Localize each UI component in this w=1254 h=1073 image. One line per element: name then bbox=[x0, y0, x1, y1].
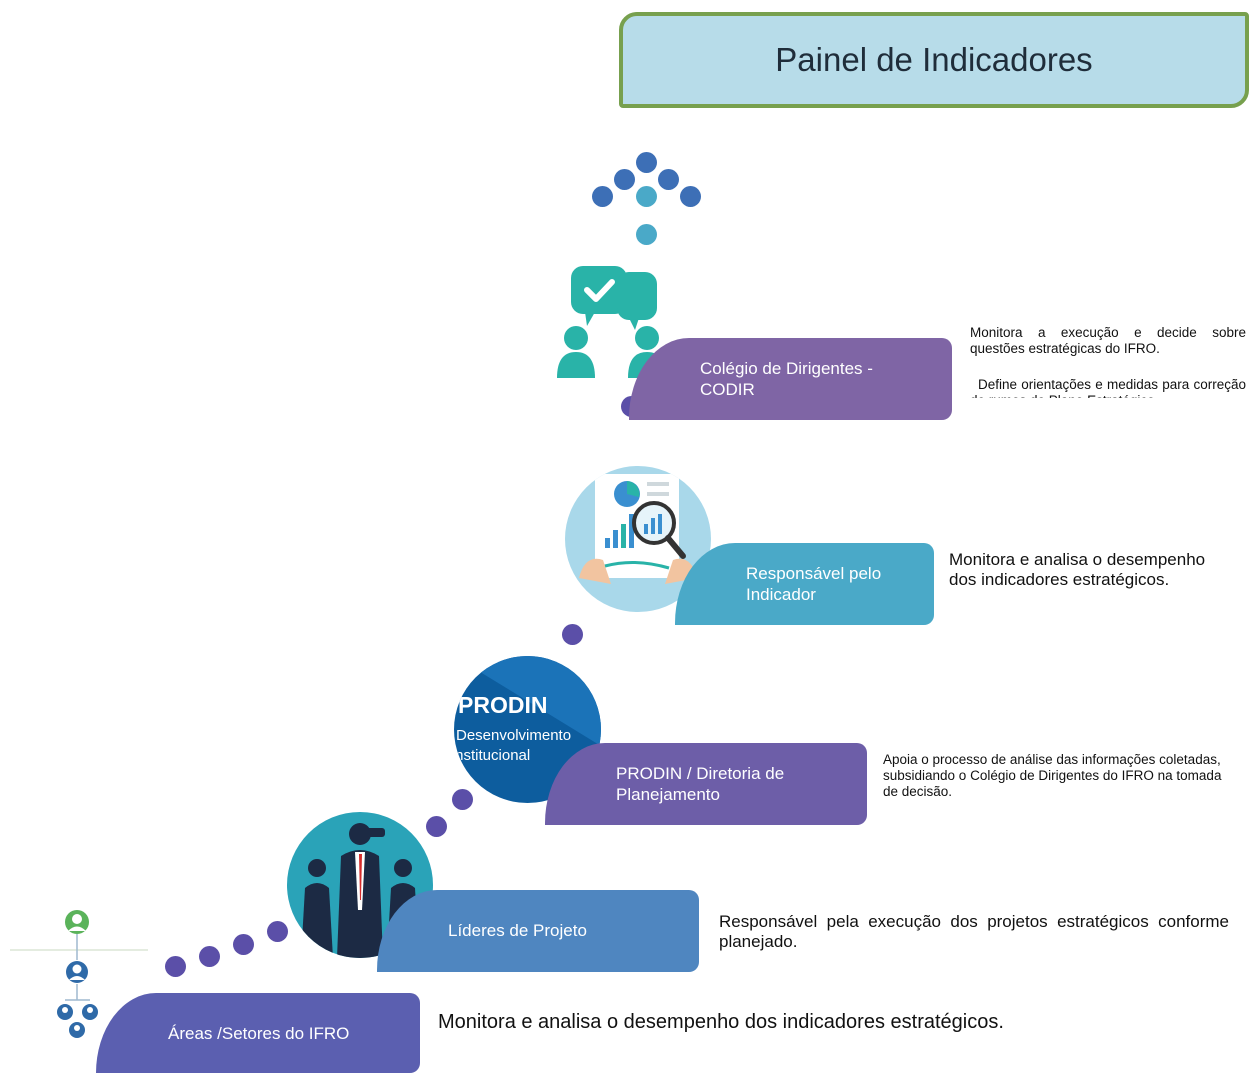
label-responsavel: Responsável pelo Indicador bbox=[675, 543, 934, 625]
connector-dot bbox=[562, 624, 583, 645]
connector-dot bbox=[165, 956, 186, 977]
connector-dot bbox=[233, 934, 254, 955]
arrow-dot bbox=[658, 169, 679, 190]
arrow-dot bbox=[680, 186, 701, 207]
label-prodin-text: PRODIN / Diretoria de Planejamento bbox=[616, 764, 785, 804]
label-codir: Colégio de Dirigentes - CODIR bbox=[629, 338, 952, 420]
desc-areas: Monitora e analisa o desempenho dos indi… bbox=[438, 1011, 1004, 1033]
arrow-dot bbox=[636, 152, 657, 173]
analytics-magnifier-icon bbox=[565, 466, 711, 612]
connector-dot bbox=[452, 789, 473, 810]
label-prodin: PRODIN / Diretoria de Planejamento bbox=[545, 743, 867, 825]
label-lideres-text: Líderes de Projeto bbox=[448, 921, 587, 940]
desc-codir-2: Define orientações e medidas para correç… bbox=[970, 377, 1246, 398]
label-areas-text: Áreas /Setores do IFRO bbox=[168, 1024, 350, 1043]
arrow-dot bbox=[636, 186, 657, 207]
connector-dot bbox=[426, 816, 447, 837]
arrow-dot bbox=[614, 169, 635, 190]
desc-responsavel: Monitora e analisa o desempenho dos indi… bbox=[949, 550, 1206, 589]
desc-codir-1: Monitora a execução e decide sobre quest… bbox=[970, 325, 1246, 356]
label-lideres: Líderes de Projeto bbox=[377, 890, 699, 972]
arrow-dot bbox=[636, 224, 657, 245]
meeting-chat-icon bbox=[557, 266, 666, 378]
desc-prodin: Apoia o processo de análise das informaç… bbox=[883, 752, 1222, 799]
connector-dot bbox=[267, 921, 288, 942]
prodin-logo-sub1: Desenvolvimento bbox=[456, 727, 572, 744]
prodin-logo: PRODIN Desenvolvimento Institucional bbox=[454, 656, 601, 803]
desc-lideres: Responsável pela execução dos projetos e… bbox=[719, 912, 1229, 951]
connector-dot bbox=[199, 946, 220, 967]
prodin-logo-sub2: Institucional bbox=[454, 747, 531, 764]
org-chart-icon bbox=[10, 900, 148, 1060]
page-title: Painel de Indicadores bbox=[775, 41, 1093, 78]
title-box: Painel de Indicadores bbox=[619, 12, 1249, 108]
prodin-logo-title: PRODIN bbox=[458, 692, 548, 718]
label-areas: Áreas /Setores do IFRO bbox=[96, 993, 420, 1073]
label-responsavel-text: Responsável pelo Indicador bbox=[746, 564, 882, 604]
label-codir-text: Colégio de Dirigentes - CODIR bbox=[700, 359, 873, 399]
arrow-dot bbox=[592, 186, 613, 207]
